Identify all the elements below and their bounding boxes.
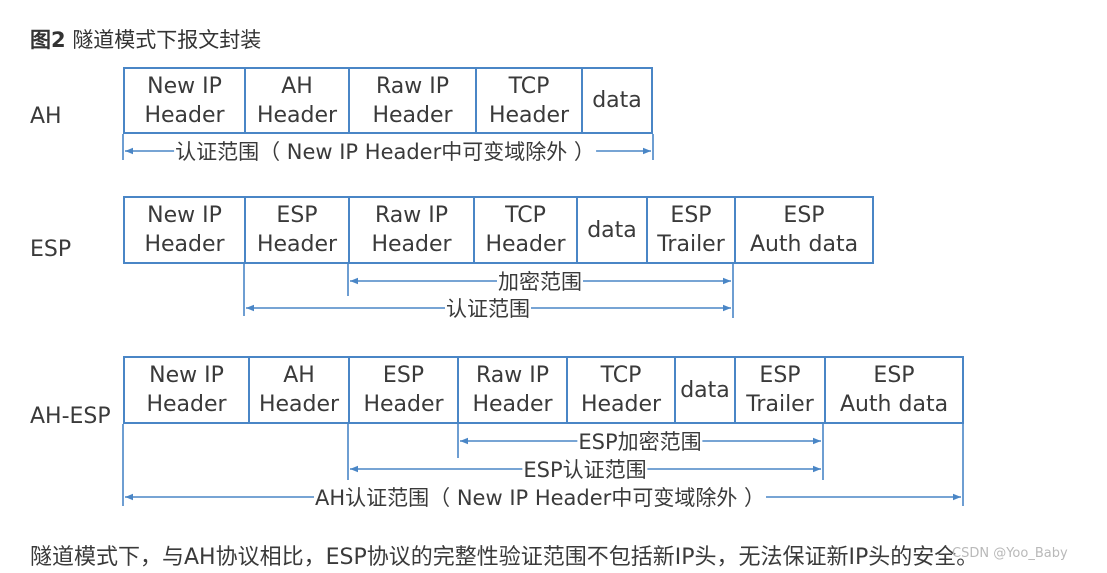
figure-number: 图2 xyxy=(30,28,66,52)
figure-title: 图2 隧道模式下报文封装 xyxy=(30,24,261,54)
range-label-esp-auth: 认证范围 xyxy=(445,293,531,323)
packet-cell: Raw IP Header xyxy=(348,67,477,134)
packet-cell: New IP Header xyxy=(123,196,246,264)
figure-title-text: 隧道模式下报文封装 xyxy=(72,28,262,52)
range-label-ah-esp-encrypt: ESP加密范围 xyxy=(577,426,703,456)
range-label-ah-esp-ah-auth: AH认证范围（ New IP Header中可变域除外 ） xyxy=(314,482,766,512)
row-label-ah: AH xyxy=(30,104,62,129)
packet-cell: New IP Header xyxy=(123,67,246,134)
packet-cell: data xyxy=(576,196,648,264)
range-label-esp-encrypt: 加密范围 xyxy=(497,266,583,296)
range-label-ah-auth: 认证范围（ New IP Header中可变域除外 ） xyxy=(174,136,596,166)
packet-cell: Raw IP Header xyxy=(348,196,475,264)
caption-text: 隧道模式下，与AH协议相比，ESP协议的完整性验证范围不包括新IP头，无法保证新… xyxy=(30,545,979,570)
packet-cell: AH Header xyxy=(248,356,350,424)
packet-cell: ESP Auth data xyxy=(824,356,964,424)
row-label-ah-esp: AH-ESP xyxy=(30,404,111,429)
row-label-esp: ESP xyxy=(30,237,72,262)
packet-cell: ESP Trailer xyxy=(646,196,736,264)
packet-cell: data xyxy=(581,67,653,134)
packet-cell: Raw IP Header xyxy=(457,356,568,424)
packet-cell: ESP Header xyxy=(244,196,350,264)
range-label-ah-esp-esp-auth: ESP认证范围 xyxy=(522,454,648,484)
packet-cell: New IP Header xyxy=(123,356,250,424)
packet-cell: TCP Header xyxy=(566,356,676,424)
watermark: CSDN @Yoo_Baby xyxy=(952,546,1068,561)
packet-cell: ESP Auth data xyxy=(734,196,874,264)
